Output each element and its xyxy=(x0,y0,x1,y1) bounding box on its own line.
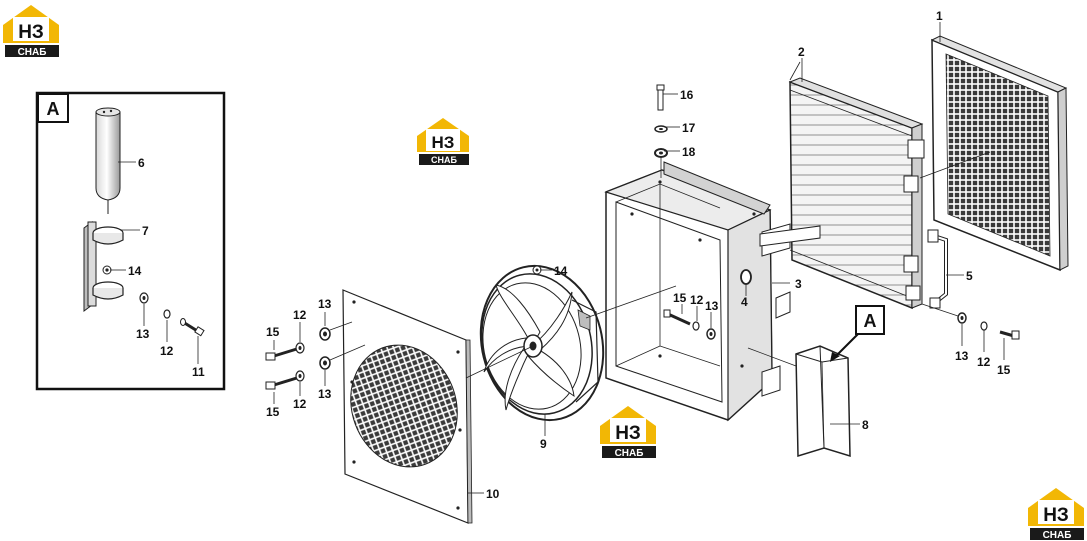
callout-15: 15 xyxy=(266,325,280,339)
callout-6: 6 xyxy=(138,156,145,170)
callout-13: 13 xyxy=(955,349,969,363)
watermark-logo: НЗ СНАБ xyxy=(417,118,469,165)
shroud-top-hardware xyxy=(654,84,668,178)
right-fasteners xyxy=(921,303,1020,340)
callout-8: 8 xyxy=(862,418,869,432)
callout-15: 15 xyxy=(673,291,687,305)
callout-5: 5 xyxy=(966,269,973,283)
detail-view-a: A xyxy=(35,91,226,391)
drier-guard xyxy=(747,345,851,458)
callout-16: 16 xyxy=(680,88,694,102)
front-grille xyxy=(342,289,473,524)
callout-17: 17 xyxy=(682,121,696,135)
logo-top-text: НЗ xyxy=(615,423,641,444)
callout-3: 3 xyxy=(795,277,802,291)
logo-top-text: НЗ xyxy=(18,22,44,43)
callout-15: 15 xyxy=(266,405,280,419)
callout-14: 14 xyxy=(128,264,142,278)
receiver-drier xyxy=(95,107,121,214)
callout-13: 13 xyxy=(705,299,719,313)
callout-15: 15 xyxy=(997,363,1011,377)
watermark-logo: НЗ СНАБ xyxy=(3,5,59,58)
callout-12: 12 xyxy=(293,397,307,411)
callout-13: 13 xyxy=(318,387,332,401)
callout-18: 18 xyxy=(682,145,696,159)
callout-2: 2 xyxy=(798,45,805,59)
logo-bottom-text: СНАБ xyxy=(1043,530,1072,541)
callout-12: 12 xyxy=(293,308,307,322)
condenser-fan xyxy=(465,264,605,422)
callout-4: 4 xyxy=(741,295,748,309)
logo-top-text: НЗ xyxy=(432,133,455,152)
callout-12: 12 xyxy=(977,355,991,369)
callout-11: 11 xyxy=(192,365,205,379)
callout-12: 12 xyxy=(690,293,704,307)
callout-7: 7 xyxy=(142,224,149,238)
watermark-logo: НЗ СНАБ xyxy=(600,406,656,459)
callout-12: 12 xyxy=(160,344,174,358)
rear-screen xyxy=(919,35,1069,272)
callout-13: 13 xyxy=(318,297,332,311)
condenser-core xyxy=(759,61,925,310)
detail-fasteners xyxy=(139,292,205,337)
callout-9: 9 xyxy=(540,437,547,451)
callout-14: 14 xyxy=(554,264,568,278)
logo-bottom-text: СНАБ xyxy=(18,47,47,58)
callout-13: 13 xyxy=(136,327,150,341)
callouts: 1 2 3 4 5 6 7 8 9 10 11 12 12 12 12 12 1… xyxy=(128,9,1011,501)
logo-bottom-text: СНАБ xyxy=(431,155,457,165)
detail-marker: A xyxy=(830,305,885,362)
logo-top-text: НЗ xyxy=(1043,505,1069,526)
logo-bottom-text: СНАБ xyxy=(615,448,644,459)
drier-bracket xyxy=(83,221,124,312)
watermark-logo: НЗ СНАБ xyxy=(1028,488,1084,541)
fan-shroud xyxy=(604,161,791,422)
callout-10: 10 xyxy=(486,487,500,501)
grille-fasteners xyxy=(265,321,366,390)
leader-lines xyxy=(110,22,1005,494)
callout-1: 1 xyxy=(936,9,943,23)
shroud-side-fasteners xyxy=(585,285,716,340)
refrigerant-hose xyxy=(927,229,948,309)
detail-view-label: A xyxy=(47,99,60,119)
detail-marker-label: A xyxy=(864,311,877,331)
